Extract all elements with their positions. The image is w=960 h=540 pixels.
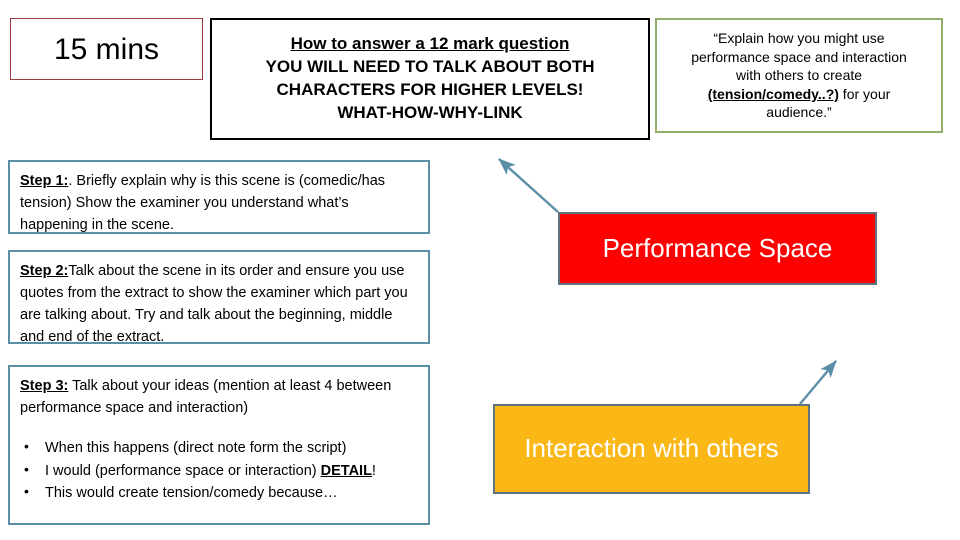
quote-line-2: performance space and interaction [691,48,907,65]
bullet-2-text: I would (performance space or interactio… [45,462,321,479]
interaction-with-others-box: Interaction with others [493,404,810,494]
title-line-3: CHARACTERS FOR HIGHER LEVELS! [276,80,584,100]
step-3-body: Talk about your ideas (mention at least … [20,378,392,417]
step-2-lead: Step 2: [20,263,69,279]
arrow-interaction-to-step3 [799,360,837,405]
bullet-3-text: This would create tension/comedy because… [45,485,338,501]
bullet-2-tail: ! [371,462,376,479]
exam-question-box: “Explain how you might use performance s… [655,18,943,133]
step-1-box: Step 1:. Briefly explain why is this sce… [8,160,430,234]
arrow-performance-to-step1 [498,158,559,213]
list-item: This would create tension/comedy because… [20,481,418,504]
step-3-lead: Step 3: [20,378,69,394]
bullet-1-text: When this happens (direct note form the … [45,440,347,457]
list-item: When this happens (direct note form the … [20,436,418,459]
timer-box: 15 mins [10,18,203,80]
title-heading: How to answer a 12 mark question [290,33,570,53]
timer-label: 15 mins [53,32,160,66]
step-3-text: Step 3: Talk about your ideas (mention a… [20,375,418,419]
bullet-2-emphasis: DETAIL [320,462,372,479]
step-1-lead: Step 1: [20,173,69,189]
performance-space-label: Performance Space [602,232,833,263]
title-line-2: YOU WILL NEED TO TALK ABOUT BOTH [265,57,595,77]
step-1-body: . Briefly explain why is this scene is (… [20,173,386,234]
quote-line-4-rest: for your [838,85,891,102]
quote-line-3: with others to create [735,67,863,84]
quote-emphasis: (tension/comedy..?) [707,85,839,102]
interaction-with-others-label: Interaction with others [524,433,779,464]
step-2-box: Step 2:Talk about the scene in its order… [8,250,430,345]
performance-space-box: Performance Space [558,212,877,285]
quote-line-1: “Explain how you might use [713,29,885,46]
step-2-body: Talk about the scene in its order and en… [20,263,408,346]
bullet-spacer [20,419,418,437]
step-2-text: Step 2:Talk about the scene in its order… [20,260,418,348]
title-line-4: WHAT-HOW-WHY-LINK [337,103,523,123]
step-1-text: Step 1:. Briefly explain why is this sce… [20,170,418,236]
title-box: How to answer a 12 mark question YOU WIL… [210,18,650,140]
step-3-bullet-list: When this happens (direct note form the … [20,436,418,504]
list-item: I would (performance space or interactio… [20,459,418,482]
quote-line-4: (tension/comedy..?) for your [708,85,891,104]
quote-line-5: audience.” [766,104,832,121]
step-3-box: Step 3: Talk about your ideas (mention a… [8,365,430,525]
